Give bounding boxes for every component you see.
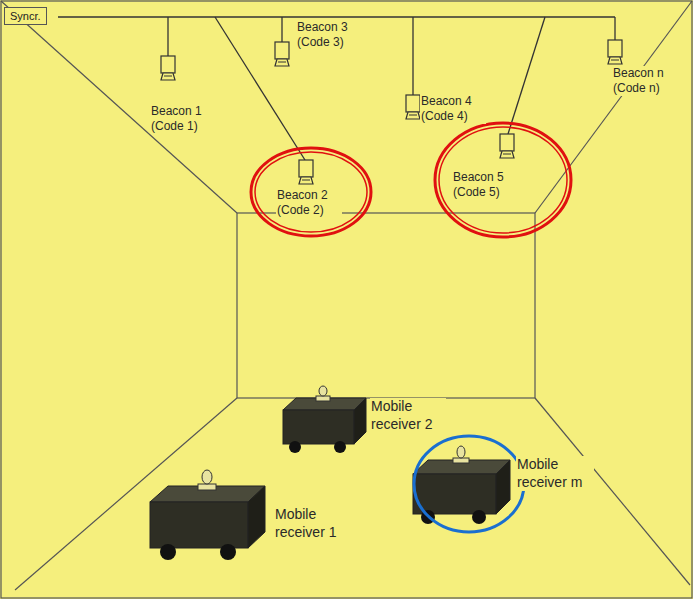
beacon-label: Beacon 5 (Code 5) <box>452 170 518 200</box>
beacon-label: Beacon 1 (Code 1) <box>150 104 216 134</box>
sync-box: Syncr. <box>4 7 47 25</box>
beacon-label: Beacon n (Code n) <box>612 66 676 96</box>
mobile-robot <box>150 470 265 560</box>
beacon-label: Beacon 3 (Code 3) <box>296 20 362 50</box>
receiver-label: Mobile receiver m <box>516 456 594 491</box>
receiver-label: Mobile receiver 1 <box>274 506 350 541</box>
mobile-robot <box>283 386 366 453</box>
mobile-robot <box>413 446 510 524</box>
receiver-label: Mobile receiver 2 <box>370 398 446 433</box>
beacon-label: Beacon 4 (Code 4) <box>420 94 486 124</box>
node-text: Syncr. <box>10 10 41 22</box>
beacon-label: Beacon 2 (Code 2) <box>276 188 342 218</box>
